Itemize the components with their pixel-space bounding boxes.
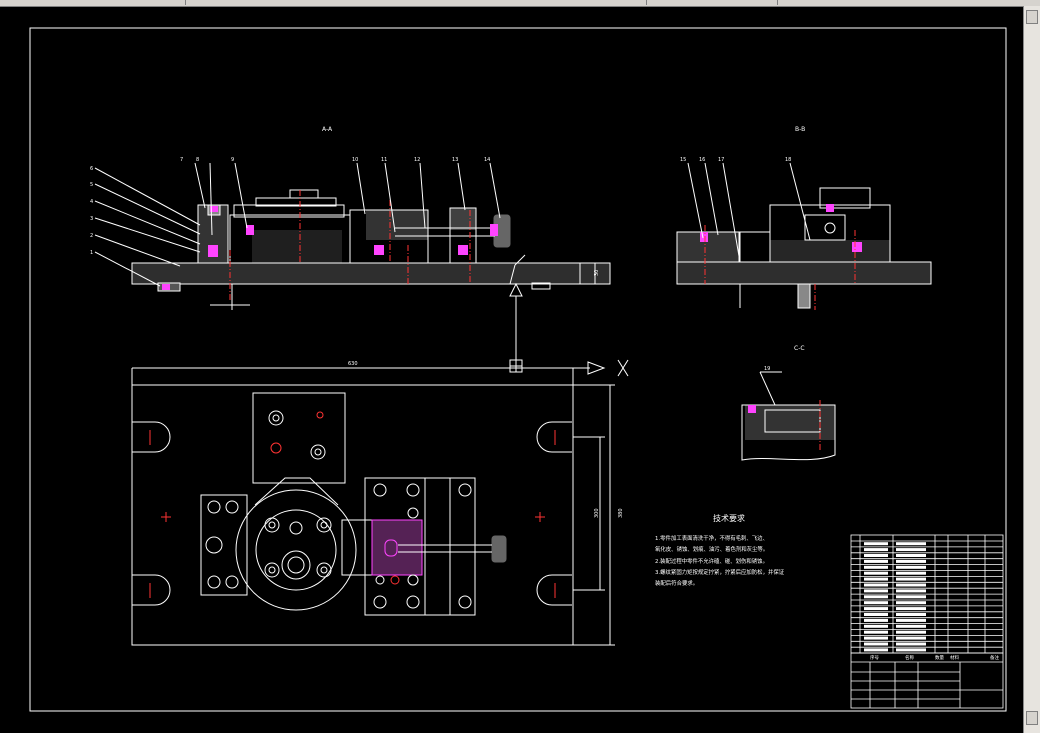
drawing-canvas[interactable]: A-A: [0, 6, 1023, 733]
table-row-name-mark: [864, 577, 888, 581]
balloon-18: 18: [785, 157, 791, 163]
table-row-name-mark: [864, 583, 888, 587]
table-row-material-mark: [896, 636, 926, 640]
table-row-name-mark: [864, 607, 888, 611]
balloon-11: 11: [381, 157, 387, 163]
balloon-7: 7: [180, 157, 183, 163]
balloon-2: 2: [90, 233, 93, 239]
table-row-material-mark: [896, 601, 926, 605]
notes-title: 技术要求: [713, 513, 745, 523]
title-block-labels: 序号 名称 数量 材料 备注: [870, 654, 999, 661]
tab-segment[interactable]: [647, 0, 778, 5]
table-row-material-mark: [896, 542, 926, 546]
dimension-vertical-a: 380: [618, 508, 624, 518]
table-row-material-mark: [896, 648, 926, 652]
plan-view: [131, 359, 629, 646]
technical-notes: 技术要求 1.零件加工表面清洗干净，不得有毛刺、飞边、 氧化皮、锈蚀、划痕、油污…: [655, 513, 785, 587]
table-row-material-mark: [896, 613, 926, 616]
table-row-name-mark: [864, 624, 888, 628]
balloon-1: 1: [90, 250, 93, 256]
table-row-name-mark: [864, 559, 888, 563]
window-top-bar: [0, 0, 1040, 7]
table-row-name-mark: [864, 565, 888, 569]
notes-line-2: 氧化皮、锈蚀、划痕、油污、着色剂和灰尘等。: [655, 545, 768, 553]
table-row-name-mark: [864, 601, 888, 605]
table-row-material-mark: [896, 642, 926, 646]
drawing-frame: [29, 27, 1007, 712]
notes-line-1: 1.零件加工表面清洗干净，不得有毛刺、飞边、: [655, 534, 768, 542]
table-row-name-mark: [864, 571, 888, 575]
table-row-material-mark: [896, 607, 926, 611]
notes-line-3: 2.装配过程中零件不允许磕、碰、划伤和锈蚀。: [655, 557, 768, 565]
view-title-a: A-A: [322, 126, 333, 133]
balloon-12: 12: [414, 157, 420, 163]
table-row-material-mark: [896, 630, 926, 634]
table-row-name-mark: [864, 554, 888, 557]
table-row-name-mark: [864, 636, 888, 640]
table-row-material-mark: [896, 577, 926, 581]
dimension-vertical-b: 300: [594, 508, 600, 518]
notes-line-5: 装配后符合要求。: [655, 579, 698, 587]
plan-dimensions: 630 380 300 X: [348, 361, 624, 518]
table-row-name-mark: [864, 548, 888, 552]
balloon-5: 5: [90, 182, 93, 188]
table-row-material-mark: [896, 571, 926, 575]
scroll-thumb[interactable]: [1026, 711, 1038, 725]
balloon-17: 17: [718, 157, 724, 163]
side-view-b: B-B: [676, 126, 932, 310]
balloon-14: 14: [484, 157, 490, 163]
balloon-15: 15: [680, 157, 686, 163]
balloon-labels-top: 7 8 9 10 11 12 13 14: [180, 157, 490, 163]
balloon-labels-left: 6 5 4 3 2 1: [90, 166, 93, 256]
table-row-name-mark: [864, 642, 888, 646]
tab-segment[interactable]: [186, 0, 647, 5]
balloon-13: 13: [452, 157, 458, 163]
table-row-name-mark: [864, 542, 888, 546]
tab-segment[interactable]: [0, 0, 186, 5]
table-row-material-mark: [896, 565, 926, 569]
balloon-9: 9: [231, 157, 234, 163]
dimension-overall-width: 630: [348, 361, 358, 367]
title-label-qty: 数量: [935, 654, 944, 661]
section-view-c: C-C 19: [741, 345, 836, 461]
table-row-name-mark: [864, 630, 888, 634]
vertical-scrollbar[interactable]: [1023, 6, 1040, 733]
title-label-name: 名称: [905, 654, 914, 661]
table-row-material-mark: [896, 624, 926, 628]
table-row-name-mark: [864, 618, 888, 622]
table-row-material-mark: [896, 589, 926, 593]
title-label-seq: 序号: [870, 654, 879, 661]
table-row-name-mark: [864, 648, 888, 652]
balloon-16: 16: [699, 157, 705, 163]
balloon-19: 19: [764, 366, 770, 372]
balloon-4: 4: [90, 199, 93, 205]
view-title-c: C-C: [794, 345, 805, 352]
balloon-10: 10: [352, 157, 358, 163]
balloon-3: 3: [90, 216, 93, 222]
dimension-side-height: 30: [594, 270, 600, 276]
table-row-material-mark: [896, 583, 926, 587]
table-row-material-mark: [896, 554, 926, 557]
scroll-up-button[interactable]: [1026, 10, 1038, 24]
balloon-labels-right: 15 16 17 18: [680, 157, 791, 163]
title-label-notes: 备注: [990, 654, 999, 661]
balloon-8: 8: [196, 157, 199, 163]
table-row-material-mark: [896, 559, 926, 563]
front-view-a: A-A: [94, 126, 611, 360]
table-row-name-mark: [864, 595, 888, 599]
table-row-name-mark: [864, 613, 888, 616]
notes-line-4: 3.螺纹紧固力矩按规定拧紧，拧紧后应加防松，并保证: [655, 568, 785, 576]
view-title-b: B-B: [795, 126, 805, 133]
balloon-6: 6: [90, 166, 93, 172]
table-row-material-mark: [896, 595, 926, 599]
title-label-material: 材料: [950, 654, 959, 661]
table-row-material-mark: [896, 618, 926, 622]
table-row-material-mark: [896, 548, 926, 552]
parts-list-table: [850, 534, 1004, 709]
table-row-name-mark: [864, 589, 888, 593]
